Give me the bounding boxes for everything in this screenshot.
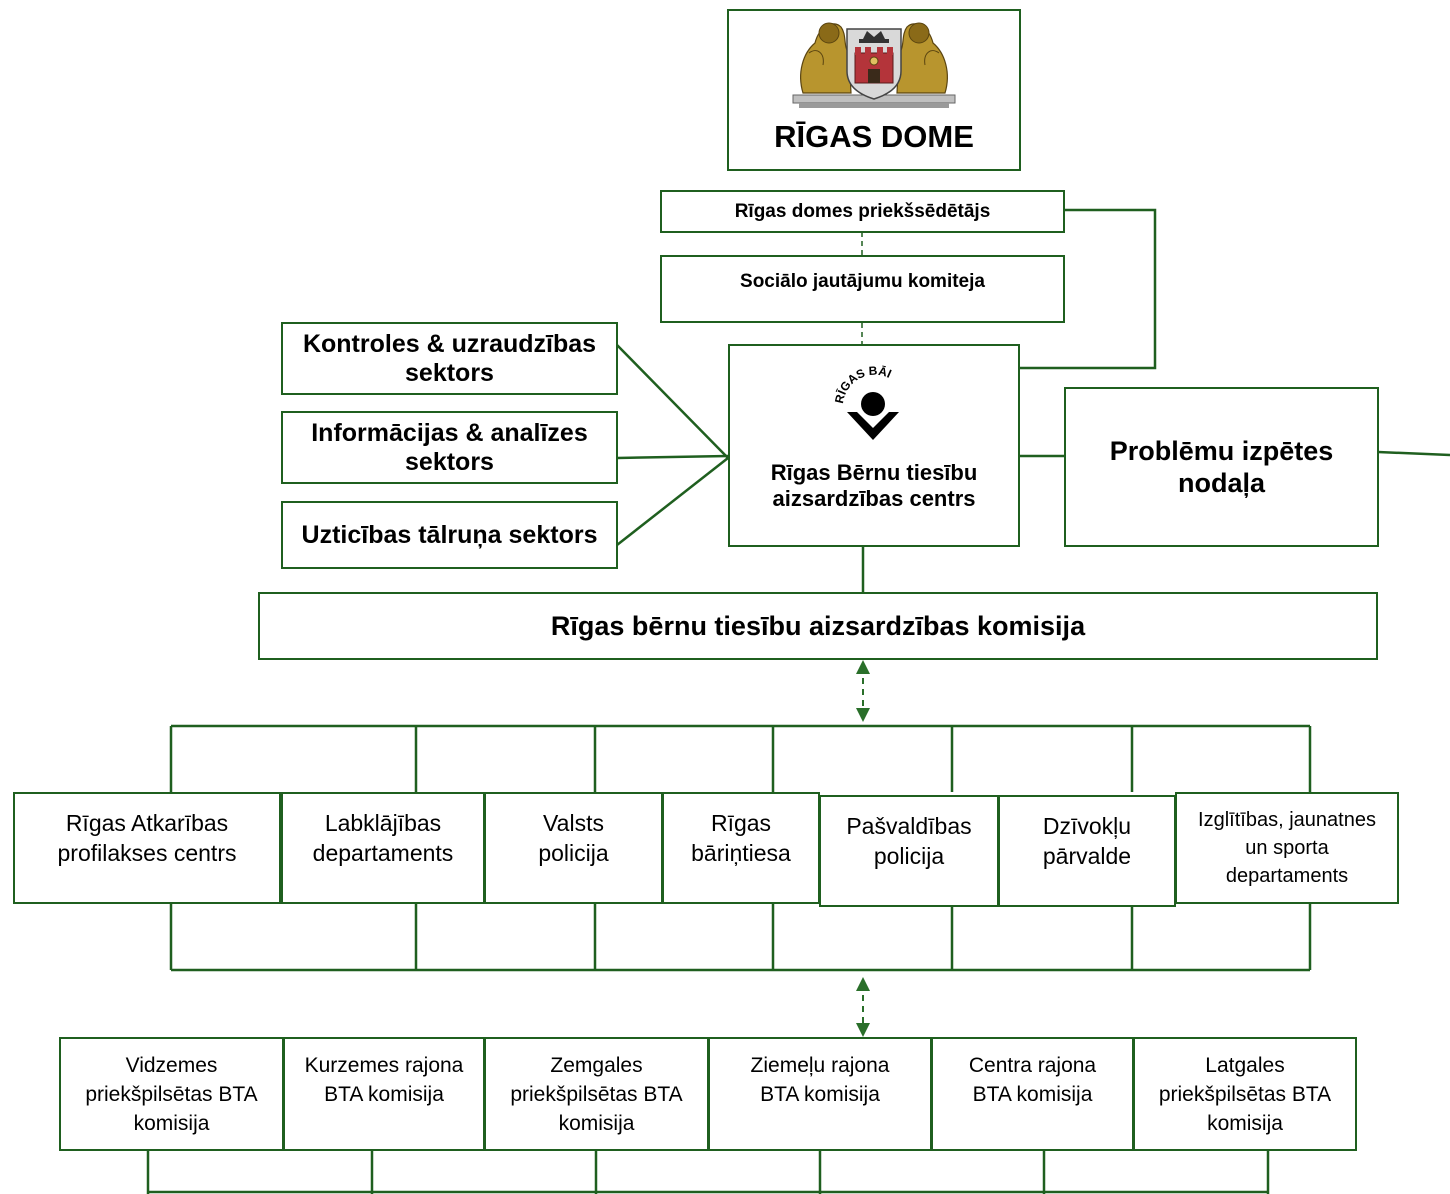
child-rights-center-box: RĪGAS BĀI Rīgas Bērnu tiesību aizsardzīb… <box>728 344 1020 547</box>
district-commission-box: Centra rajona BTA komisija <box>931 1037 1134 1151</box>
district-line1: Kurzemes rajona <box>304 1054 464 1077</box>
partner-box: Izglītības, jaunatnes un sporta departam… <box>1175 792 1399 904</box>
hotline-sector-box: Uzticības tālruņa sektors <box>281 501 618 569</box>
district-line2: BTA komisija <box>760 1083 880 1106</box>
partner-line1: Pašvaldības <box>846 813 972 839</box>
control-sector-box: Kontroles & uzraudzības sektors <box>281 322 618 395</box>
district-line3: komisija <box>133 1112 210 1135</box>
partner-box: Rīgas bāriņtiesa <box>662 792 820 904</box>
partner-line2: policija <box>873 843 945 869</box>
partner-box: Valsts policija <box>484 792 663 904</box>
info-sector-line2: sektors <box>405 447 494 476</box>
district-line1: Centra rajona <box>968 1054 1097 1077</box>
partner-line3: departaments <box>1225 865 1349 887</box>
partner-box: Dzīvokļu pārvalde <box>998 795 1176 907</box>
partner-box: Labklājības departaments <box>281 792 485 904</box>
control-sector-line2: sektors <box>405 358 494 387</box>
info-sector-box: Informācijas & analīzes sektors <box>281 411 618 484</box>
district-line1: Vidzemes <box>125 1054 218 1077</box>
district-line2: priekšpilsētas BTA <box>510 1083 683 1106</box>
partner-line1: Labklājības <box>324 810 442 836</box>
district-line1: Latgales <box>1205 1054 1285 1077</box>
riga-coat-of-arms-icon <box>792 22 956 108</box>
district-line2: priekšpilsētas BTA <box>1158 1083 1332 1106</box>
partner-line2: policija <box>538 840 609 866</box>
research-line1: Problēmu izpētes <box>1109 436 1334 466</box>
partner-line2: un sporta <box>1245 837 1329 859</box>
council-title: RĪGAS DOME <box>774 119 974 154</box>
partner-line1: Dzīvokļu <box>1042 813 1132 839</box>
commission-label: Rīgas bērnu tiesību aizsardzības komisij… <box>550 611 1086 641</box>
partner-line1: Valsts <box>543 810 604 836</box>
info-sector-line1: Informācijas & analīzes <box>311 418 588 447</box>
district-commission-box: Zemgales priekšpilsētas BTA komisija <box>484 1037 709 1151</box>
riga-city-council-box: RĪGAS DOME <box>727 9 1021 171</box>
center-line1: Rīgas Bērnu tiesību <box>770 460 978 485</box>
partner-line2: profilakses centrs <box>57 840 237 866</box>
center-logo-icon: RĪGAS BĀI <box>832 364 899 440</box>
district-line1: Ziemeļu rajona <box>750 1054 890 1077</box>
chairman-label: Rīgas domes priekšsēdētājs <box>734 200 991 222</box>
district-line2: BTA komisija <box>972 1083 1093 1106</box>
partner-line2: pārvalde <box>1042 843 1132 869</box>
chairman-box: Rīgas domes priekšsēdētājs <box>660 190 1065 233</box>
district-line3: komisija <box>1207 1112 1283 1135</box>
partner-box: Rīgas Atkarības profilakses centrs <box>13 792 281 904</box>
district-line3: komisija <box>558 1112 635 1135</box>
district-commission-box: Kurzemes rajona BTA komisija <box>283 1037 485 1151</box>
district-line2: BTA komisija <box>324 1083 444 1106</box>
partner-line1: Izglītības, jaunatnes <box>1198 809 1376 831</box>
research-division-box: Problēmu izpētes nodaļa <box>1064 387 1379 547</box>
district-commission-box: Vidzemes priekšpilsētas BTA komisija <box>59 1037 284 1151</box>
partner-line1: Rīgas Atkarības <box>65 810 229 836</box>
district-commission-box: Latgales priekšpilsētas BTA komisija <box>1133 1037 1357 1151</box>
center-line2: aizsardzības centrs <box>772 486 976 511</box>
commission-box: Rīgas bērnu tiesību aizsardzības komisij… <box>258 592 1378 660</box>
social-committee-box: Sociālo jautājumu komiteja <box>660 255 1065 323</box>
partner-line1: Rīgas <box>710 810 772 836</box>
partner-line2: bāriņtiesa <box>691 840 791 866</box>
hotline-sector-label: Uzticības tālruņa sektors <box>301 520 598 549</box>
district-line1: Zemgales <box>550 1054 643 1077</box>
research-line2: nodaļa <box>1177 468 1265 498</box>
district-commission-box: Ziemeļu rajona BTA komisija <box>708 1037 932 1151</box>
partner-line2: departaments <box>312 840 454 866</box>
partner-box: Pašvaldības policija <box>819 795 999 907</box>
control-sector-line1: Kontroles & uzraudzības <box>302 329 597 358</box>
district-line2: priekšpilsētas BTA <box>85 1083 258 1106</box>
social-committee-label: Sociālo jautājumu komiteja <box>740 271 985 292</box>
